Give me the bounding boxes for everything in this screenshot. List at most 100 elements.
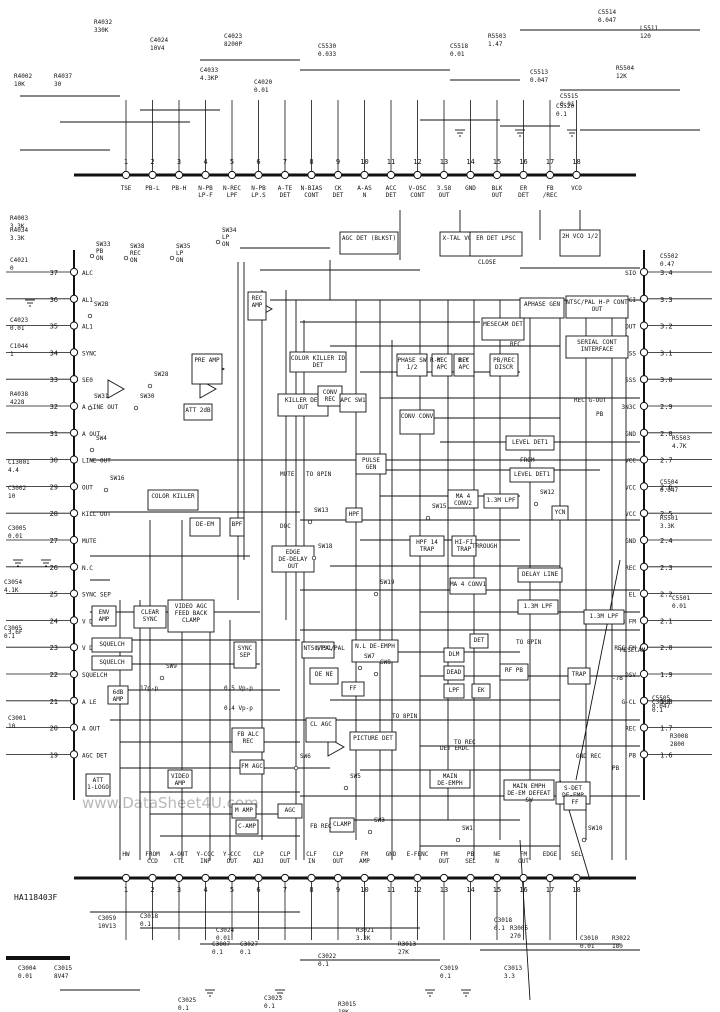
block-dead: DEAD — [443, 665, 465, 681]
pin-name: OUT — [227, 858, 238, 865]
block-label: OUT — [298, 404, 309, 411]
block-label: PICTURE DET — [353, 735, 393, 742]
pin-marker — [519, 873, 528, 883]
component-label: 0.047 — [660, 487, 678, 494]
pin-marker — [572, 170, 581, 180]
pin-name: CK — [334, 185, 342, 192]
block-label: CLEAR — [141, 609, 159, 616]
pin-number: 22 — [50, 671, 58, 679]
pin-name: SYNC SEP — [82, 592, 111, 599]
switch-label: SW9 — [166, 663, 177, 670]
pin-marker — [639, 294, 649, 303]
switch-label: SW16 — [110, 475, 125, 482]
pin-marker — [69, 669, 79, 679]
pin-name: SEL — [571, 851, 582, 858]
pin-marker — [639, 750, 649, 759]
component-label: 10 — [8, 723, 16, 730]
switch-label: SW19 — [380, 579, 395, 586]
block-rf-pb: RF PB — [499, 663, 529, 681]
component-label: 4.1K — [4, 587, 19, 594]
pin-marker — [69, 267, 79, 277]
pin-name: OUT — [439, 192, 450, 199]
external-components: R4032330KC402410V4C40334.3KPC40238200PC4… — [4, 9, 690, 1012]
component-label: R3021 — [356, 927, 374, 934]
pin-name: DET — [386, 192, 397, 199]
component-label: C3015 — [54, 965, 72, 972]
block-label: AMP — [175, 780, 186, 787]
component-label: C4023 — [10, 317, 28, 324]
block-label: MAIN — [443, 773, 458, 780]
block-label: HI-FI — [455, 539, 473, 546]
pin-marker — [545, 873, 555, 883]
block-label: DISCR — [495, 364, 513, 371]
pin-marker — [280, 170, 290, 180]
block-ek: EK — [471, 683, 491, 699]
block-label: SQUELCH — [99, 641, 125, 648]
component-label: C3059 — [98, 915, 116, 922]
pin-name: N-BIAS — [301, 185, 323, 192]
signal-label: 0.5 Vp-p — [224, 685, 253, 692]
pin-number: 30 — [50, 457, 58, 465]
component-label: C3001 — [8, 715, 26, 722]
component-label: C5514 — [598, 9, 616, 16]
block-apc-sw: APC SW1 — [339, 393, 367, 413]
pin-number: 3.3 — [660, 296, 673, 304]
pin-name: A-AS — [357, 185, 372, 192]
pin-name: VCC — [625, 484, 636, 491]
component-label: 4.4 — [8, 467, 19, 474]
pin-marker — [69, 562, 79, 571]
component-label: 0.47 — [660, 261, 675, 268]
pin-marker — [386, 873, 396, 883]
switch-label: LP — [222, 234, 230, 241]
block-2h-vco: 2H VCO 1/2 — [559, 229, 601, 257]
pin-number: 2.1 — [660, 617, 673, 625]
pin-number: 28 — [50, 510, 58, 518]
pin-number: 26 — [50, 564, 58, 572]
signal-label: GND REC — [576, 753, 602, 760]
component-label: C1044 — [10, 343, 28, 350]
component-label: R3005 — [510, 925, 528, 932]
component-label: C4023 — [224, 33, 242, 40]
pin-name: SIO — [625, 270, 636, 277]
bottom-pin-row: 1HW2FROMCCD3A-OUTCTL4Y-CCCINP5Y-CCCOUT6C… — [121, 851, 582, 940]
pin-number: 1.8 — [660, 698, 673, 706]
block-label: CONV2 — [454, 500, 472, 507]
pin-name: N-PB — [251, 185, 266, 192]
component-label: 0.01 — [672, 603, 687, 610]
block-label: REC — [252, 295, 263, 302]
block-label: FEED BACK — [175, 610, 208, 617]
pin-name: OUT — [492, 192, 503, 199]
component-label: C3018 — [140, 913, 158, 920]
pin-name: FM — [440, 851, 448, 858]
block-label: M AMP — [235, 807, 253, 814]
pin-name: CLP — [253, 851, 264, 858]
pin-name: ER — [520, 185, 528, 192]
pin-number: 3.2 — [660, 323, 673, 331]
pin-marker — [492, 873, 502, 883]
pin-number: 2.6 — [660, 483, 673, 491]
pin-name: MUTE — [82, 538, 97, 545]
component-label: 180 — [612, 943, 623, 950]
block-label: 1-LOGO — [87, 784, 109, 791]
pin-name: CLP — [280, 851, 291, 858]
switch-label: SW12 — [540, 489, 555, 496]
pin-name: NE — [493, 851, 501, 858]
pin-marker — [639, 562, 649, 571]
pin-number: 21 — [50, 698, 58, 706]
signal-label: TRROUGH — [472, 543, 498, 550]
pin-name: IN — [308, 858, 316, 865]
block-lpf: LPF — [443, 683, 465, 699]
switch-label: ON — [130, 257, 138, 264]
block-ntsc-pal2: NTSC/PAL — [301, 641, 335, 659]
switch-labels: SW33PBONSW34LPONSW38RECONSW35LPONSW2BSW2… — [87, 227, 603, 843]
pin-number: 34 — [50, 349, 58, 357]
component-label: 27K — [398, 949, 409, 956]
pin-name: N.C — [82, 565, 93, 572]
pin-name: DET — [518, 192, 529, 199]
signal-label: TO REC — [454, 739, 476, 746]
pin-name: LP-F — [198, 192, 213, 199]
pin-marker — [639, 589, 649, 598]
